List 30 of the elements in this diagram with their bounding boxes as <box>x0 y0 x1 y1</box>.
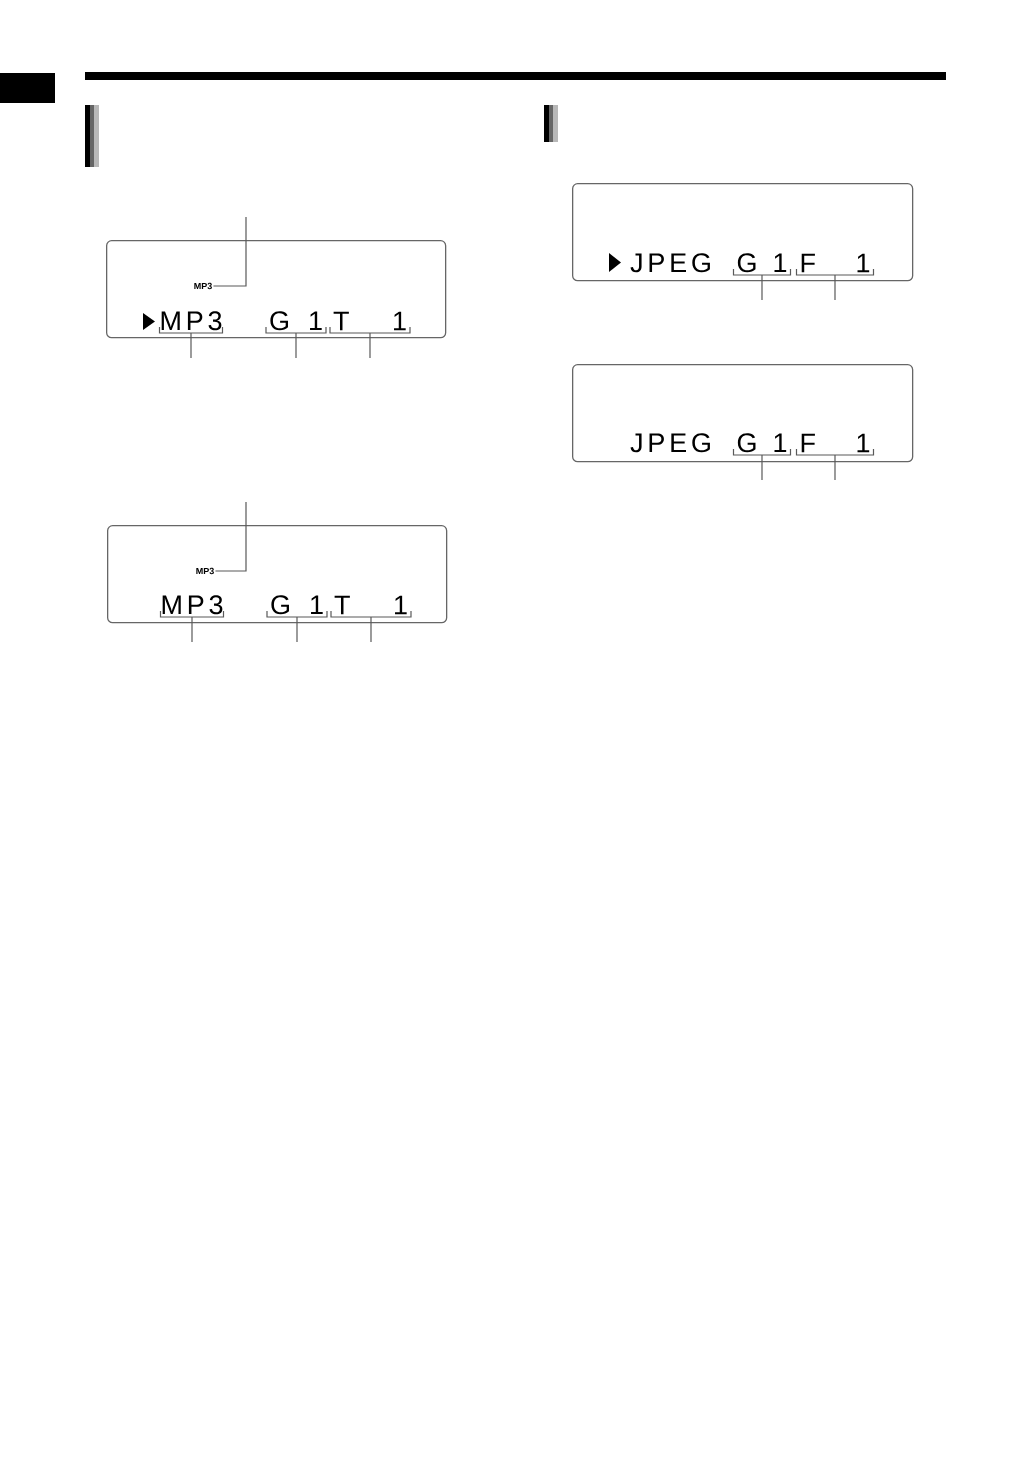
indicator-label: MP3 <box>194 282 212 290</box>
display-text: G 1 <box>270 311 322 331</box>
display-text: G 1 <box>271 595 323 615</box>
leader-line <box>296 616 298 643</box>
display-panel <box>572 183 914 282</box>
display-text: G 1 <box>737 433 787 453</box>
leader-line <box>369 332 371 359</box>
leader-line <box>191 616 193 643</box>
display-text: G 1 <box>737 253 787 273</box>
leader-line <box>212 216 247 287</box>
leader-line <box>295 332 297 359</box>
display-text: MP3 <box>161 311 222 331</box>
display-text: T 1 <box>334 595 407 615</box>
display-text: JPEG <box>630 253 710 273</box>
display-text: F 1 <box>801 433 870 453</box>
display-text: MP3 <box>162 595 223 615</box>
leader-line <box>834 274 836 301</box>
display-panel <box>107 525 448 624</box>
display-text: JPEG <box>630 433 710 453</box>
display-panel <box>106 240 447 339</box>
display-text: F 1 <box>801 253 870 273</box>
leader-line <box>761 454 763 481</box>
leader-line <box>761 274 763 301</box>
leader-line <box>214 501 247 572</box>
leader-line <box>370 616 372 643</box>
leader-line <box>834 454 836 481</box>
display-panel <box>572 364 914 463</box>
leader-line <box>190 332 192 359</box>
display-text: T 1 <box>333 311 406 331</box>
indicator-label: MP3 <box>196 567 214 575</box>
